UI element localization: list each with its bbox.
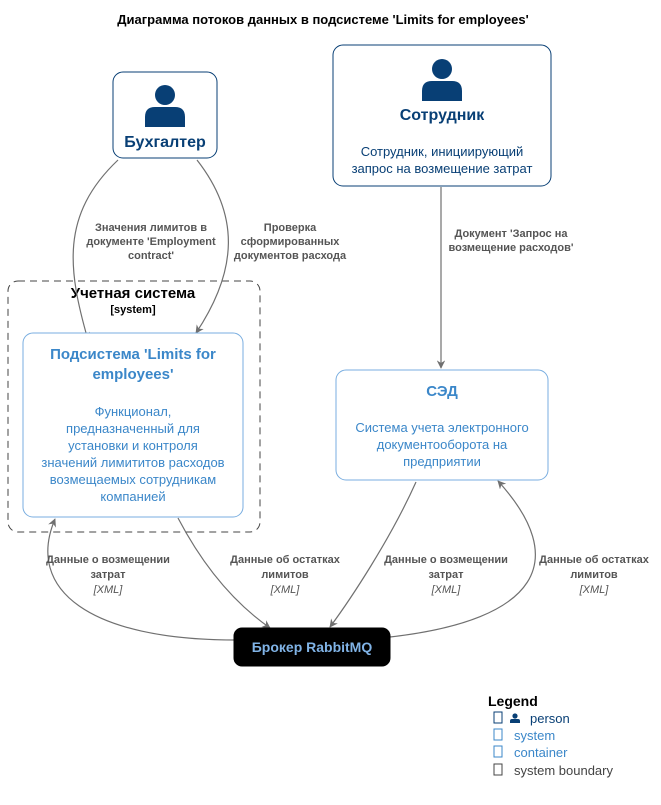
edge-labels: Значения лимитов в документе 'Employment…: [46, 222, 650, 596]
person-description-line: запрос на возмещение затрат: [352, 161, 533, 176]
boundary-name: Учетная система: [71, 285, 196, 302]
container-description-line: документооборота на: [377, 437, 508, 452]
legend-label: person: [530, 711, 570, 726]
edge-label-line: затрат: [90, 569, 126, 581]
box-icon: [493, 745, 503, 758]
edge-label-line: Проверка: [264, 222, 317, 234]
edge-label-e3: Документ 'Запрос на возмещение расходов': [449, 228, 574, 254]
edge-label-line: документе 'Employment: [86, 236, 216, 248]
diagram-title: Диаграмма потоков данных в подсистеме 'L…: [117, 12, 528, 27]
edge-tech: [XML]: [270, 584, 301, 596]
edge-label-e7: Данные об остатках лимитов [XML]: [539, 554, 650, 596]
box-icon: [493, 711, 503, 724]
edge-label-line: Данные об остатках: [230, 554, 341, 566]
person-icon: [510, 713, 520, 723]
edge-label-line: contract': [128, 250, 174, 262]
edge-label-e1: Значения лимитов в документе 'Employment…: [86, 222, 216, 262]
edge-label-line: документов расхода: [234, 250, 347, 262]
edge-label-e2: Проверка сформированных документов расхо…: [234, 222, 347, 262]
edge-label-line: Данные о возмещении: [384, 554, 508, 566]
edges: [47, 159, 536, 641]
boundary-type: [system]: [110, 304, 156, 316]
container-description-line: Функционал,: [95, 404, 172, 419]
legend-title: Legend: [488, 693, 538, 709]
person-icon: [145, 85, 185, 127]
container-description-line: возмещаемых сотрудникам: [50, 472, 216, 487]
box-icon: [493, 728, 503, 741]
container-description-line: компанией: [100, 489, 165, 504]
edge-label-e4: Данные о возмещении затрат [XML]: [46, 554, 170, 596]
edge-broker-to-limits: [47, 518, 236, 641]
edge-label-line: лимитов: [261, 569, 309, 581]
person-icon: [422, 59, 462, 101]
edge-limits-to-broker: [177, 517, 271, 629]
edge-accountant-to-limits: [72, 159, 119, 341]
edge-label-e5: Данные об остатках лимитов [XML]: [230, 554, 341, 596]
container-sed[interactable]: СЭД Система учета электронного документо…: [335, 369, 549, 481]
edge-accountant-to-limits-check: [195, 159, 229, 334]
edge-tech: [XML]: [431, 584, 462, 596]
person-name: Бухгалтер: [124, 134, 206, 151]
edge-label-line: Данные о возмещении: [46, 554, 170, 566]
legend-label: system: [514, 728, 555, 743]
legend-label: container: [514, 745, 568, 760]
box-icon: [493, 763, 503, 776]
edge-tech: [XML]: [93, 584, 124, 596]
container-limits-subsystem[interactable]: Подсистема 'Limits for employees' Функци…: [22, 332, 244, 518]
container-name-line: СЭД: [426, 383, 458, 400]
edge-label-e6: Данные о возмещении затрат [XML]: [384, 554, 508, 596]
legend-item-system-boundary: system boundary: [493, 763, 613, 778]
container-description-line: значений лимититов расходов: [41, 455, 224, 470]
legend-item-person: person: [493, 711, 570, 726]
container-description-line: предприятии: [403, 454, 481, 469]
edge-label-line: сформированных: [241, 236, 341, 248]
system-boundary: Учетная система [system]: [7, 280, 261, 533]
person-employee[interactable]: Сотрудник Сотрудник, инициирующий запрос…: [332, 44, 552, 187]
edge-sed-to-broker: [329, 481, 417, 628]
person-description-line: Сотрудник, инициирующий: [361, 144, 524, 159]
container-description-line: предназначенный для: [66, 421, 200, 436]
edge-label-line: лимитов: [570, 569, 618, 581]
edge-label-line: Документ 'Запрос на: [454, 228, 568, 240]
broker-name: Брокер RabbitMQ: [252, 639, 373, 655]
legend-item-system: system: [493, 728, 555, 743]
container-name-line: Подсистема 'Limits for: [50, 346, 216, 363]
person-accountant[interactable]: Бухгалтер: [112, 71, 218, 159]
edge-label-line: затрат: [428, 569, 464, 581]
legend: Legend person system container system bo…: [488, 693, 613, 778]
person-name: Сотрудник: [400, 107, 485, 124]
container-name-line: employees': [92, 366, 173, 383]
legend-item-container: container: [493, 745, 568, 760]
edge-tech: [XML]: [579, 584, 610, 596]
legend-label: system boundary: [514, 763, 613, 778]
edge-label-line: Данные об остатках: [539, 554, 650, 566]
container-description-line: установки и контроля: [68, 438, 198, 453]
edge-label-line: возмещение расходов': [449, 242, 574, 254]
container-description-line: Система учета электронного: [355, 420, 528, 435]
edge-label-line: Значения лимитов в: [95, 222, 207, 234]
broker-rabbitmq[interactable]: Брокер RabbitMQ: [233, 627, 391, 667]
edge-broker-to-sed: [389, 480, 536, 638]
